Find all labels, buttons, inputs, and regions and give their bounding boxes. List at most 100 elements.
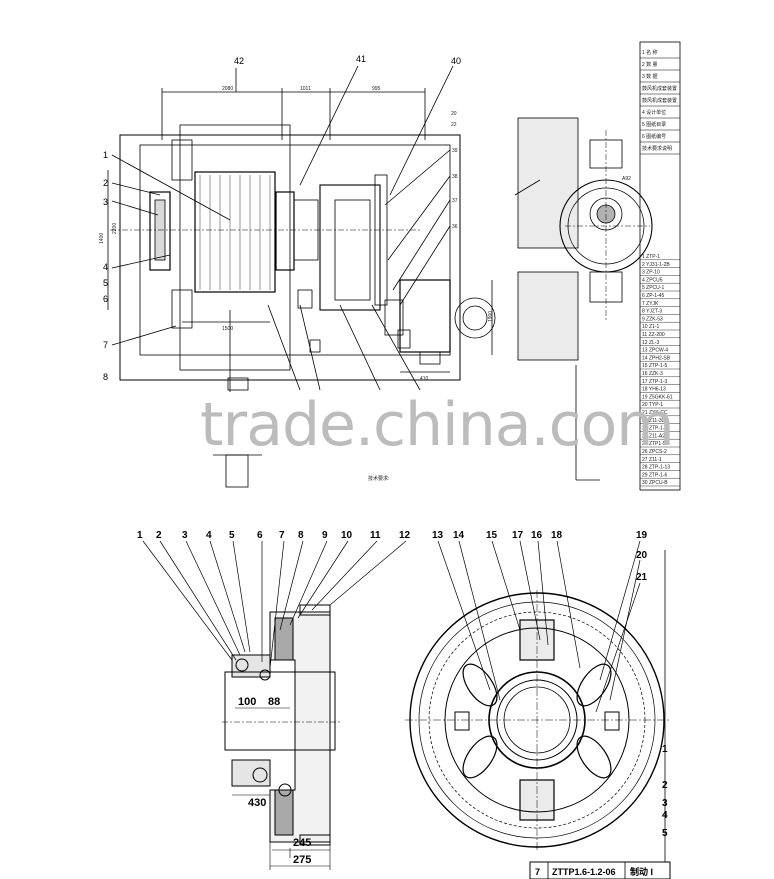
- title-row-text: 鼓风机成套装置: [642, 97, 677, 104]
- callout-b4: 4: [206, 530, 212, 541]
- callout-b12: 12: [399, 530, 411, 541]
- edge-mark-4: 4: [662, 810, 668, 821]
- edge-mark-2: 2: [662, 780, 668, 791]
- brake-disc-callouts: 13 14 15 17 16 18 19 20 21 1 2 3 4 5 7 Z…: [432, 530, 668, 877]
- part-row-text: 23 ZTP-1-1: [642, 426, 668, 432]
- dim-label-1011: 1011: [300, 86, 311, 92]
- callout-5: 5: [103, 278, 108, 288]
- title-row-text: 技术要求说明: [642, 145, 672, 152]
- callout-b15: 15: [486, 530, 498, 541]
- dim-label-1500: 1500: [222, 326, 233, 332]
- technical-notes-title: 技术要求:: [368, 475, 389, 482]
- part-row-text: 11 ZZ-200: [642, 332, 665, 338]
- callout-1: 1: [103, 150, 108, 160]
- part-row-text: 6 ZP-1-45: [642, 293, 664, 299]
- brake-section-callouts: 1 2 3 4 5 6 7 8 9 10 11 12 100 88 430 24…: [137, 530, 411, 866]
- part-row-text: 25 ZTP1-5: [642, 441, 666, 447]
- watermark: trade.china.com: [200, 390, 674, 460]
- dim-label-2200: 2200: [112, 223, 118, 234]
- callout-38: 38: [452, 174, 458, 180]
- part-row-text: 24 Z11-A2-3: [642, 433, 670, 439]
- callout-b18: 18: [551, 530, 563, 541]
- callout-8: 8: [103, 372, 108, 382]
- top-left-callouts: 1 2 3 4 5 6 7 8: [103, 150, 108, 382]
- part-row-text: 19 Z5GKK-61: [642, 394, 673, 400]
- callout-b10: 10: [341, 530, 353, 541]
- part-row-text: 2 YJ31-1-2B: [642, 262, 670, 268]
- callout-b11: 11: [370, 530, 381, 541]
- part-row-text: 1 ZTP-1: [642, 254, 660, 260]
- title-row-text: 3 数 据: [642, 73, 658, 80]
- dim-label-2080: 2080: [222, 86, 233, 92]
- part-row-text: 30 ZPCU-B: [642, 480, 668, 486]
- title-row-text: 2 数 量: [642, 61, 658, 68]
- part-row-text: 5 ZPCU-1: [642, 285, 664, 291]
- dim-275: 275: [293, 854, 311, 866]
- dim-label-42: 42: [234, 56, 244, 66]
- dim-label-20: 20: [451, 111, 457, 117]
- callout-b1: 1: [137, 530, 143, 541]
- dim-label-22: 22: [451, 122, 457, 128]
- part-row-text: 13 ZPCW-4: [642, 348, 668, 354]
- edge-mark-3: 3: [662, 798, 668, 809]
- part-row-text: 17 ZTP-1-3: [642, 379, 668, 385]
- part-row-text: 14 ZPH2-SB: [642, 355, 671, 361]
- part-row-text: 16 ZZK-3: [642, 371, 663, 377]
- title-row-text: 6 图纸编号: [642, 133, 666, 140]
- part-row-text: 20 TYP-1: [642, 402, 663, 408]
- callout-4: 4: [103, 262, 108, 272]
- part-row-text: 18 YH6-13: [642, 387, 666, 393]
- part-row-text: 10 Z1-1: [642, 324, 659, 330]
- brake-section-drawing: [142, 540, 407, 870]
- title-row-text: 鼓风机成套装置: [642, 85, 677, 92]
- callout-b16: 16: [531, 530, 543, 541]
- callout-b5: 5: [229, 530, 235, 541]
- title-row-text: 1 名 称: [642, 49, 658, 56]
- callout-b7: 7: [279, 530, 285, 541]
- title-block-code: ZTTP1.6-1.2-06: [552, 867, 616, 877]
- part-row-text: 7 ZYJK: [642, 301, 659, 307]
- top-assembly-dimension-labels: 42 41 40 2080 1011 995 1500 410 1400 220…: [99, 54, 494, 482]
- callout-b20: 20: [636, 550, 648, 561]
- part-row-text: 28 ZTP-1-13: [642, 465, 670, 471]
- edge-mark-1: 1: [662, 744, 668, 755]
- dim-label-1900: 1900: [488, 311, 494, 322]
- dim-label-410: 410: [420, 376, 429, 382]
- part-row-text: 8 YJZT-3: [642, 309, 662, 315]
- brake-disc-front-view: [405, 540, 671, 879]
- title-row-text: 4 设计单位: [642, 109, 666, 116]
- part-row-text: 12 ZL-3: [642, 340, 659, 346]
- callout-b2: 2: [156, 530, 162, 541]
- callout-b13: 13: [432, 530, 444, 541]
- title-block-name: 制动 I: [630, 866, 653, 877]
- callout-2: 2: [103, 178, 108, 188]
- callout-b19: 19: [636, 530, 648, 541]
- callout-37: 37: [452, 198, 458, 204]
- part-row-text: 3 ZP-10: [642, 270, 660, 276]
- callout-b9: 9: [322, 530, 328, 541]
- part-row-text: 22 Z11-300: [642, 418, 667, 424]
- parts-rows: 1 ZTP-1 2 YJ31-1-2B 3 ZP-104 ZPCU5 5 ZPCU-1…: [640, 254, 680, 486]
- dim-label-40: 40: [451, 56, 461, 66]
- dim-245: 245: [293, 837, 311, 849]
- callout-b21: 21: [636, 572, 648, 583]
- callout-6: 6: [103, 294, 108, 304]
- title-block-qty: 7: [535, 867, 540, 877]
- callout-b17: 17: [512, 530, 524, 541]
- part-row-text: 4 ZPCU5: [642, 277, 663, 283]
- top-assembly-drawing: [107, 65, 496, 488]
- callout-b6: 6: [257, 530, 263, 541]
- dim-label-995: 995: [372, 86, 381, 92]
- top-right-callouts: 39 38 37 36: [452, 148, 458, 230]
- callout-b14: 14: [453, 530, 465, 541]
- callout-7: 7: [103, 340, 108, 350]
- title-row-text: 5 图纸目录: [642, 121, 666, 128]
- edge-mark-5: 5: [662, 828, 668, 839]
- callout-36: 36: [452, 224, 458, 230]
- dim-88: 88: [268, 696, 280, 708]
- part-row-text: 29 ZTP-1-6: [642, 472, 668, 478]
- section-label-a92: A92: [622, 176, 631, 182]
